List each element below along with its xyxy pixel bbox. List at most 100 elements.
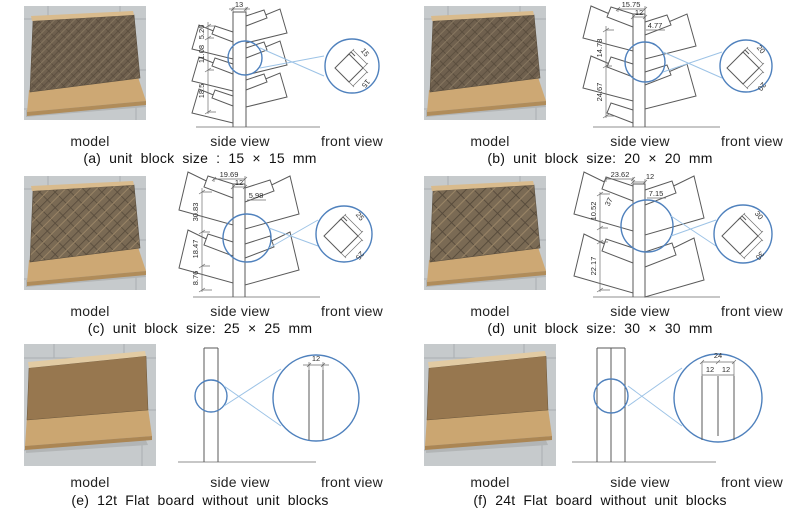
unit-block-front	[323, 218, 359, 254]
dim-label-spacing1: 10.52	[589, 202, 598, 221]
view-label-front: front view	[321, 133, 383, 149]
view-label-model: model	[70, 133, 110, 149]
base-board	[427, 77, 546, 112]
front-view-circle	[713, 204, 773, 264]
front-view-detail: 24 12 12	[673, 351, 763, 443]
model-photo-f	[424, 344, 556, 466]
dim-label-spacing3: 8.76	[191, 271, 200, 286]
dim-label-top-width: 15.75	[622, 0, 641, 9]
zoom-connector-lines	[268, 219, 319, 249]
board-top-edge	[28, 351, 146, 368]
side-view-drawing: 23.62 12 7.15 10.52 37 22.17	[573, 170, 720, 298]
dim-label-thickness: 12	[312, 354, 320, 363]
callout-circle	[227, 40, 263, 76]
dim-label-offset: 4.77	[648, 21, 663, 30]
view-label-front: front view	[321, 303, 383, 319]
dim-label-board: 12	[646, 172, 654, 181]
view-label-side: side view	[610, 474, 670, 490]
front-view-detail: 25 25	[315, 205, 373, 263]
dim-label-front-width: 15	[359, 46, 371, 58]
panel-caption-e: (e) 12t Flat board without unit blocks	[71, 492, 329, 508]
model-photo-b	[424, 6, 546, 120]
base-board	[427, 247, 546, 282]
callout-circle	[624, 41, 666, 83]
model-photo-c	[24, 176, 146, 290]
dim-label-top-width: 13	[235, 0, 243, 9]
front-view-circle	[315, 205, 373, 263]
dimensions: 19.69 12 5.98 30.83 18.47 8.76	[191, 170, 266, 293]
dim-label-board: 12	[235, 178, 243, 187]
front-view-detail: 30 30	[713, 204, 773, 264]
dim-label-offset: 5.26	[197, 25, 206, 40]
side-and-front-view-c: 19.69 12 5.98 30.83 18.47 8.76	[178, 170, 373, 298]
svg-text:18.5: 18.5	[197, 84, 206, 99]
zoom-connector-lines	[627, 367, 683, 427]
callout-circle	[222, 213, 272, 263]
zoom-connector-lines	[259, 47, 325, 77]
view-label-model: model	[470, 133, 510, 149]
dim-label-top-width: 19.69	[220, 170, 239, 179]
front-view-circle	[673, 353, 763, 443]
dim-label-spacing2: 18.47	[191, 240, 200, 259]
side-and-front-view-d: 23.62 12 7.15 10.52 37 22.17	[573, 170, 773, 298]
dim-label-layer2: 12	[722, 365, 730, 374]
view-label-model: model	[470, 303, 510, 319]
dim-label-offset: 7.15	[649, 189, 664, 198]
diffuser-face	[29, 14, 141, 93]
side-view-drawing: 15.75 12 4.77 14.78 24.67	[582, 0, 720, 128]
panel-caption-a: (a) unit block size : 15 × 15 mm	[83, 150, 317, 166]
dim-label-spacing1: 11.08	[197, 45, 206, 63]
view-label-front: front view	[721, 133, 783, 149]
side-view-drawing: 13 5.26 11.08 18.5	[191, 0, 320, 128]
dim-label-layer1: 12	[706, 365, 714, 374]
front-view-circle	[719, 39, 773, 93]
dim-label-top-width: 23.62	[611, 170, 630, 179]
side-view-drawing	[178, 347, 316, 463]
diffuser-face	[429, 184, 541, 263]
dim-label-slope: 37	[603, 196, 615, 208]
view-label-front: front view	[321, 474, 383, 490]
callout-circle	[194, 379, 228, 413]
view-label-side: side view	[610, 303, 670, 319]
dim-label-spacing2: 22.17	[589, 257, 598, 276]
panel-f: 24 12 12 model side view front view (f) …	[400, 340, 800, 513]
diffuser-face	[429, 14, 541, 93]
side-view-drawing: 19.69 12 5.98 30.83 18.47 8.76	[178, 170, 320, 298]
zoom-connector-lines	[223, 368, 282, 427]
diffuser-face	[29, 184, 141, 263]
dim-label-front-width: 20	[755, 43, 767, 55]
side-view-drawing	[572, 347, 716, 463]
dimensions: 13 5.26 11.08 18.5	[197, 0, 250, 115]
dim-label-spacing1: 30.83	[191, 203, 200, 222]
front-view-detail: 20 20	[719, 39, 773, 93]
dim-label-front-width: 30	[753, 209, 765, 221]
base-board	[27, 247, 146, 282]
panel-caption-f: (f) 24t Flat board without unit blocks	[473, 492, 727, 508]
unit-block-front	[334, 53, 364, 83]
model-photo-e	[24, 344, 156, 466]
view-label-model: model	[470, 474, 510, 490]
panel-d: 23.62 12 7.15 10.52 37 22.17	[400, 170, 800, 340]
panel-a: 13 5.26 11.08 18.5 15 15	[0, 0, 400, 170]
dimensions: 15.75 12 4.77 14.78 24.67	[595, 0, 665, 119]
panel-caption-d: (d) unit block size: 30 × 30 mm	[487, 320, 713, 336]
dim-label-front-width: 25	[354, 210, 366, 222]
view-label-side: side view	[210, 474, 270, 490]
view-label-side: side view	[610, 133, 670, 149]
callout-circle	[593, 378, 629, 414]
model-photo-d	[424, 176, 546, 290]
front-view-detail: 15 15	[324, 38, 380, 94]
panel-caption-c: (c) unit block size: 25 × 25 mm	[87, 320, 313, 336]
model-photo-a	[24, 6, 146, 120]
dim-label-spacing2: 24.67	[595, 83, 604, 102]
zoom-connector-lines	[670, 215, 717, 247]
view-label-front: front view	[721, 303, 783, 319]
base-board	[27, 77, 146, 112]
dimensions: 23.62 12 7.15 10.52 37 22.17	[589, 170, 666, 293]
view-label-model: model	[70, 474, 110, 490]
view-label-front: front view	[721, 474, 783, 490]
view-label-side: side view	[210, 303, 270, 319]
board-top-edge	[31, 11, 134, 21]
panel-b: 15.75 12 4.77 14.78 24.67 20	[400, 0, 800, 170]
